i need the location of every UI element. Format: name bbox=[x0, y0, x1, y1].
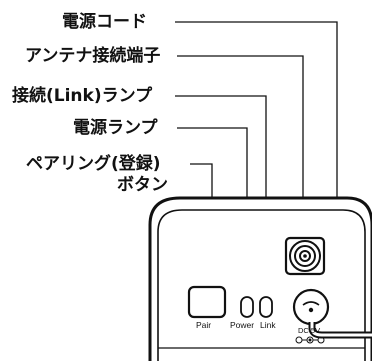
callout-power-lamp: 電源ランプ bbox=[73, 118, 158, 138]
leader-antenna bbox=[177, 55, 304, 240]
callout-pair-button-line1: ペアリング(登録) bbox=[26, 154, 161, 174]
pair-button[interactable] bbox=[187, 285, 227, 319]
dc-label: DC 5V bbox=[298, 326, 320, 335]
link-lamp bbox=[259, 296, 273, 318]
power-jack bbox=[292, 288, 330, 326]
link-label: Link bbox=[260, 320, 276, 330]
pair-label: Pair bbox=[196, 320, 211, 330]
callout-pair-button-line2: ボタン bbox=[117, 175, 168, 195]
polarity-symbol bbox=[295, 336, 325, 344]
callout-power-cord: 電源コード bbox=[62, 12, 147, 32]
power-label: Power bbox=[230, 320, 254, 330]
callout-antenna: アンテナ接続端子 bbox=[25, 46, 161, 66]
callout-link-lamp: 接続(Link)ランプ bbox=[12, 86, 153, 106]
power-lamp bbox=[240, 296, 254, 318]
antenna-connector bbox=[284, 236, 326, 276]
